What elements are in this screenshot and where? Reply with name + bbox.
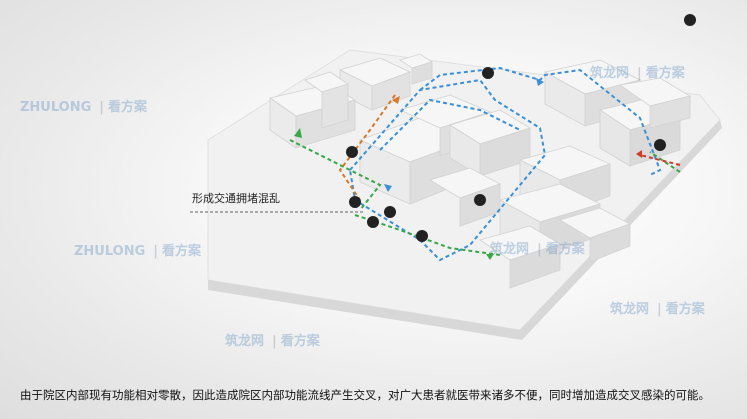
- watermark-slogan: 看方案: [545, 242, 585, 257]
- watermark-brand-cn: 筑龙网: [490, 242, 530, 257]
- watermark-brand-cn: 筑龙网: [225, 334, 265, 349]
- route-arrows: [294, 78, 642, 260]
- watermark-brand-cn: 筑龙网: [610, 302, 650, 317]
- watermark-slogan: 看方案: [108, 100, 148, 115]
- car-icon: [346, 146, 358, 158]
- watermark-brand: ZHULONG: [74, 244, 146, 259]
- watermark-slogan: 看方案: [665, 302, 705, 317]
- route-green-right: [649, 151, 681, 173]
- buildings: [269, 53, 692, 289]
- car-icon: [684, 14, 696, 26]
- car-icon: [416, 230, 428, 242]
- car-icon: [654, 139, 666, 151]
- watermark: 筑龙网|看方案: [610, 302, 705, 317]
- car-icon: [367, 216, 379, 228]
- watermark: 筑龙网|看方案: [490, 242, 585, 257]
- watermark-brand-cn: 筑龙网: [590, 66, 630, 81]
- car-icon: [474, 194, 486, 206]
- route-green-left: [289, 139, 382, 211]
- watermark: 筑龙网|看方案: [225, 334, 320, 349]
- route-blue-inner: [379, 98, 521, 151]
- car-icon: [482, 67, 494, 79]
- car-icons: [346, 14, 696, 242]
- watermark: ZHULONG|看方案: [20, 100, 148, 115]
- watermark-slogan: 看方案: [162, 244, 202, 259]
- watermark-brand: ZHULONG: [20, 100, 92, 115]
- watermark-slogan: 看方案: [645, 66, 685, 81]
- route-orange: [338, 94, 396, 201]
- route-blue-loop: [348, 78, 547, 262]
- watermark-slogan: 看方案: [280, 334, 320, 349]
- diagram-caption: 由于院区内部现有功能相对零散，因此造成院区内部功能流线产生交叉，对广大患者就医带…: [20, 388, 710, 402]
- congestion-callout: 形成交通拥堵混乱: [192, 192, 280, 205]
- car-icon: [384, 206, 396, 218]
- watermark: 筑龙网|看方案: [590, 66, 685, 81]
- car-icon: [349, 196, 361, 208]
- route-blue-top: [419, 66, 662, 176]
- watermark: ZHULONG|看方案: [74, 244, 202, 259]
